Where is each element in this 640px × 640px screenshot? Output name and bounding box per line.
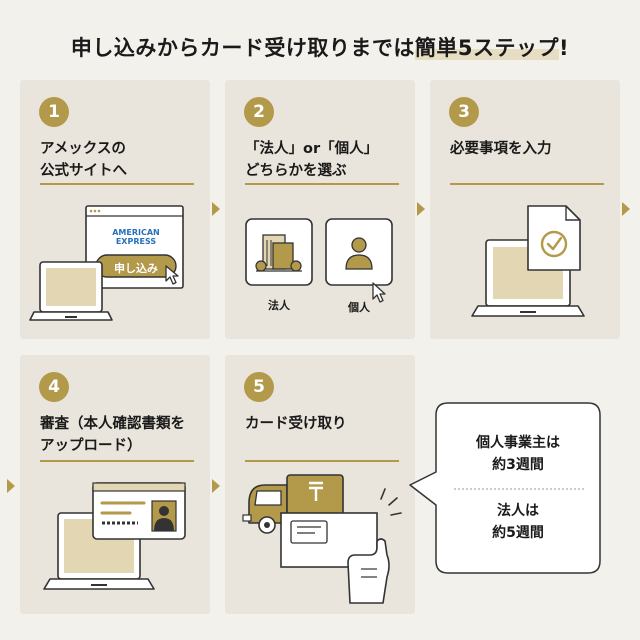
step-text-5: カード受け取り (245, 416, 347, 432)
step-number-2: 2 (244, 97, 274, 127)
step-text-3: 必要事項を入力 (450, 141, 552, 157)
arrow-right-icon (7, 479, 15, 493)
check-icon (540, 230, 568, 258)
step-number-5: 5 (244, 372, 274, 402)
bubble-sole-proprietor-text: 個人事業主は 約3週間 (476, 435, 560, 473)
step-number-3: 3 (449, 97, 479, 127)
option-individual-label[interactable]: 個人 (348, 301, 370, 314)
building-icon (255, 234, 302, 272)
bubble-corporate-text: 法人は 約5週間 (492, 503, 544, 541)
id-card-icon (92, 482, 186, 540)
step5-illustration (242, 474, 402, 604)
step1-illustration (29, 205, 184, 321)
step-card-3: 3 必要事項を入力 (430, 80, 620, 339)
step-card-4: 4 審査（本人確認書類を アップロード） (20, 355, 210, 614)
step-text-1: アメックスの 公式サイトへ (40, 141, 127, 179)
step4-illustration (43, 482, 186, 590)
step-card-2: 2 「法人」or「個人」 どちらかを選ぶ 法人 個人 (225, 80, 415, 339)
step-divider-1 (40, 183, 194, 185)
delivery-truck-icon (242, 474, 344, 534)
step-number-4: 4 (39, 372, 69, 402)
step-number-1: 1 (39, 97, 69, 127)
person-icon (345, 237, 373, 270)
step2-illustration (245, 218, 393, 303)
step-text-2: 「法人」or「個人」 どちらかを選ぶ (245, 141, 379, 179)
amex-logo: AMERICAN EXPRESS (106, 228, 166, 246)
apply-button[interactable]: 申し込み (114, 262, 158, 275)
page-title: 申し込みからカード受け取りまでは簡単5ステップ! (0, 32, 640, 62)
step3-illustration (471, 205, 585, 317)
option-corporate-label[interactable]: 法人 (268, 299, 290, 312)
amex-logo-line2: EXPRESS (115, 237, 157, 246)
amex-logo-line1: AMERICAN (112, 228, 160, 237)
title-suffix: ! (559, 36, 570, 60)
step-divider-5 (245, 460, 399, 462)
step-divider-3 (450, 183, 604, 185)
title-highlight: 簡単5ステップ (414, 36, 560, 60)
step-card-1: 1 アメックスの 公式サイトへ AMERICAN EXPRESS 申し込み (20, 80, 210, 339)
title-prefix: 申し込みからカード受け取りまでは (70, 36, 415, 60)
arrow-right-icon (212, 202, 220, 216)
arrow-right-icon (622, 202, 630, 216)
step-divider-2 (245, 183, 399, 185)
step-text-4: 審査（本人確認書類を アップロード） (40, 416, 185, 454)
arrow-right-icon (212, 479, 220, 493)
step-divider-4 (40, 460, 194, 462)
step-card-5: 5 カード受け取り (225, 355, 415, 614)
arrow-right-icon (417, 202, 425, 216)
